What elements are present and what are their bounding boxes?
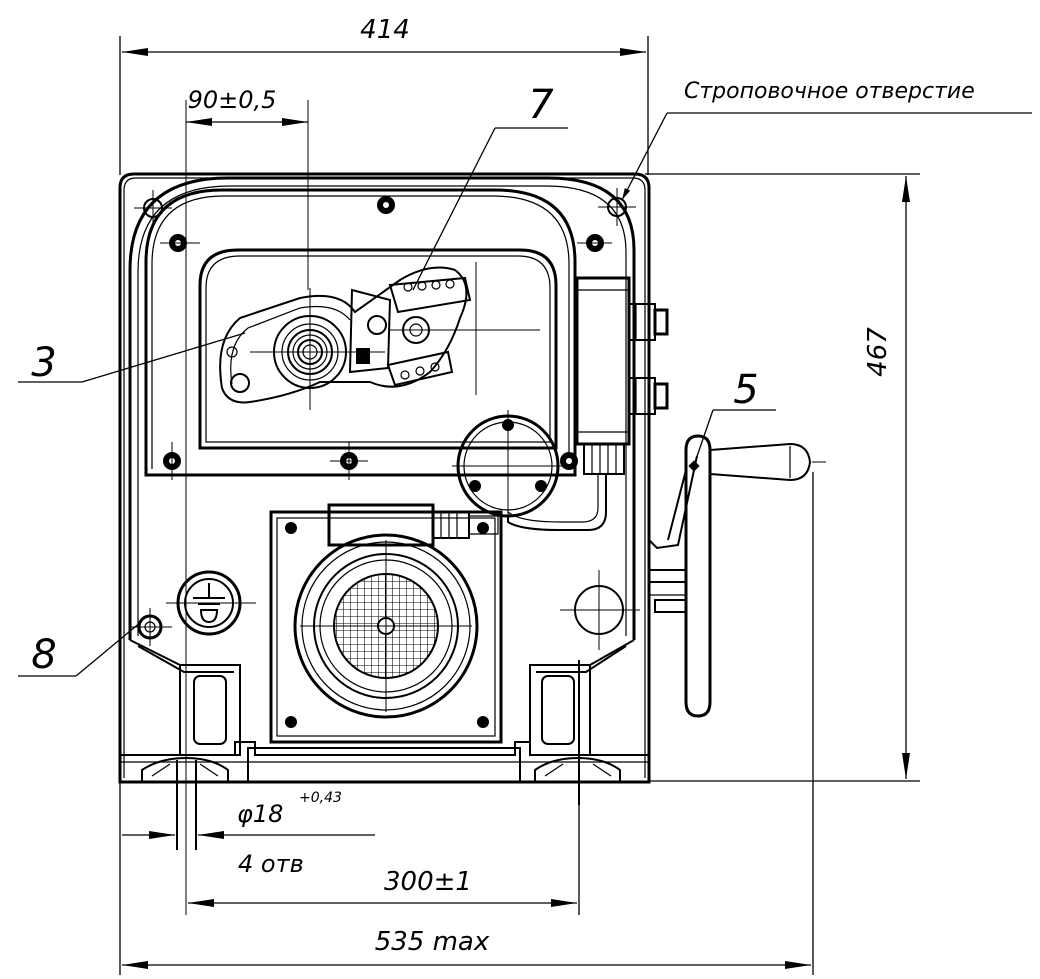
dim-hole-count: 4 отв — [238, 850, 304, 878]
upper-cover — [144, 188, 577, 477]
dim-hole-diameter: φ18 — [237, 800, 283, 828]
dim-offset-top: 90±0,5 — [188, 86, 277, 114]
earthing-terminal — [130, 570, 256, 646]
feet — [129, 100, 635, 915]
handwheel — [648, 434, 826, 718]
callout-texts: Строповочное отверстие 3 5 7 8 — [31, 79, 974, 678]
motor — [269, 503, 503, 744]
sensor-cover — [452, 410, 607, 531]
switch-box — [575, 276, 669, 475]
dim-hole-tolerance: +0,43 — [299, 790, 342, 806]
callout-lifting-hole: Строповочное отверстие — [684, 79, 975, 104]
mechanism — [219, 100, 540, 410]
housing — [118, 172, 651, 784]
dimension-lines — [119, 36, 920, 975]
callout-item-7: 7 — [528, 82, 554, 128]
dim-height-right: 467 — [863, 327, 893, 377]
leader-lines — [18, 112, 1032, 677]
dim-hole-spacing: 300±1 — [384, 867, 472, 897]
callout-item-8: 8 — [31, 632, 56, 678]
dim-width-top: 414 — [360, 15, 410, 45]
cover-bolts — [160, 196, 612, 480]
dim-overall-width: 535 max — [375, 927, 490, 957]
callout-item-5: 5 — [733, 367, 758, 413]
callout-item-3: 3 — [31, 340, 56, 386]
side-boss — [560, 570, 640, 650]
dimension-texts: 414 90±0,5 467 φ18 +0,43 4 отв 300±1 535… — [188, 15, 893, 957]
